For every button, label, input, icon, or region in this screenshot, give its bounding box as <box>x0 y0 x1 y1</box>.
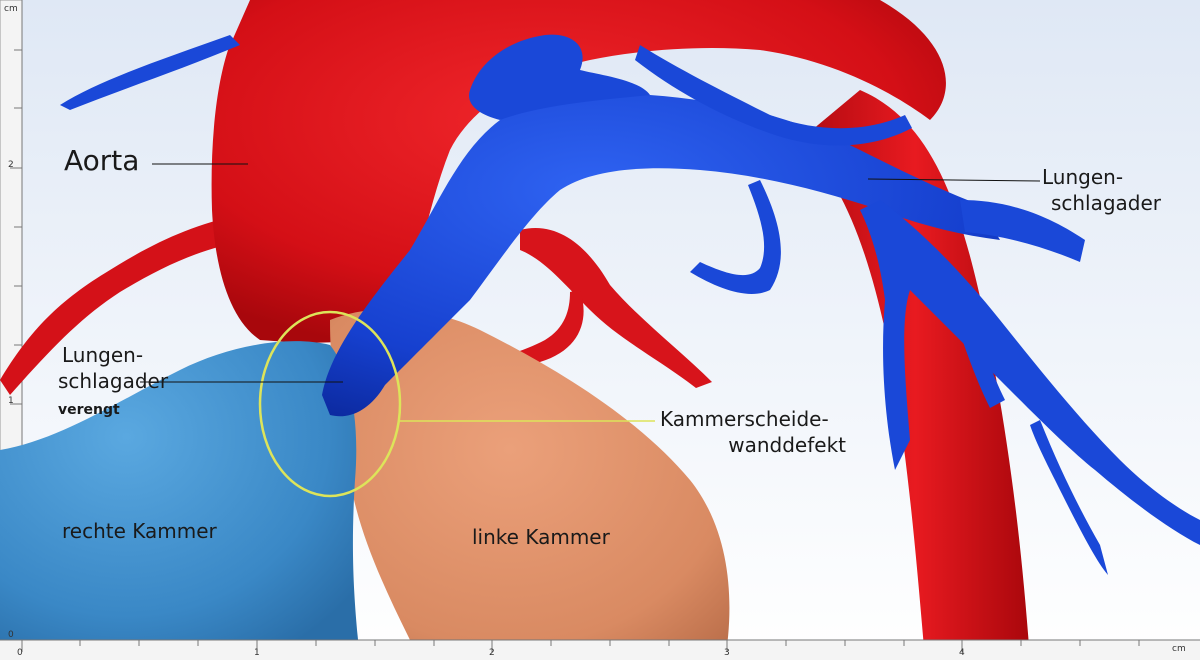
ruler-left-unit: cm <box>4 4 18 14</box>
ruler-bottom-ticks <box>21 640 1140 652</box>
left-ventricle <box>330 309 730 660</box>
ruler-bottom-tick-2: 2 <box>489 648 495 658</box>
label-pulmonary-artery-left-line2: schlagader <box>58 369 169 393</box>
pulmonary-branch-mid <box>690 180 781 294</box>
pulmonary-trunk <box>322 93 1000 417</box>
label-vsd-line2: wanddefekt <box>728 433 846 457</box>
label-narrowed: verengt <box>58 402 120 418</box>
ruler-bottom <box>0 640 1200 660</box>
ruler-bottom-tick-3: 3 <box>724 648 730 658</box>
ruler-bottom-tick-4: 4 <box>959 648 965 658</box>
vsd-highlight-ring <box>258 310 402 498</box>
ruler-bottom-tick-1: 1 <box>254 648 260 658</box>
label-pulmonary-artery-right-line2: schlagader <box>1050 191 1162 215</box>
ruler-left-tick-1: 1 <box>8 396 14 406</box>
label-vsd: Kammerscheide- wanddefekt <box>656 406 846 458</box>
pulmonary-branch-right-lower <box>948 290 1005 408</box>
label-left-ventricle: linke Kammer <box>472 525 610 549</box>
label-pulmonary-artery-right-line1: Lungen- <box>1042 165 1124 189</box>
leader-lines <box>140 163 1041 383</box>
aorta-arch <box>211 0 946 343</box>
label-right-ventricle: rechte Kammer <box>62 519 217 543</box>
label-aorta: Aorta <box>64 144 140 177</box>
right-ventricle <box>0 341 360 660</box>
aorta-branch-lower <box>428 290 584 382</box>
ruler-bottom-unit: cm <box>1172 644 1186 654</box>
pulmonary-branch-down <box>1030 420 1108 575</box>
label-pulmonary-artery-right: Lungen- schlagader <box>1036 164 1176 216</box>
pulmonary-branch-right <box>860 200 1200 545</box>
ruler-left-tick-2: 2 <box>8 160 14 170</box>
label-pulmonary-artery-left: Lungen- schlagader <box>58 342 168 394</box>
aorta-branch-center <box>520 228 712 388</box>
pulmonary-upper <box>469 34 650 120</box>
label-pulmonary-artery-left-line1: Lungen- <box>62 343 144 367</box>
ruler-left-tick-0: 0 <box>8 630 14 640</box>
label-vsd-line1: Kammerscheide- <box>660 407 829 431</box>
pulmonary-branch-upper-left <box>60 35 240 110</box>
pulmonary-branch-right-spike <box>960 200 1085 262</box>
pulmonary-branch-top-right <box>635 45 912 146</box>
ruler-bottom-tick-0: 0 <box>17 648 23 658</box>
descending-aorta <box>800 90 1030 660</box>
